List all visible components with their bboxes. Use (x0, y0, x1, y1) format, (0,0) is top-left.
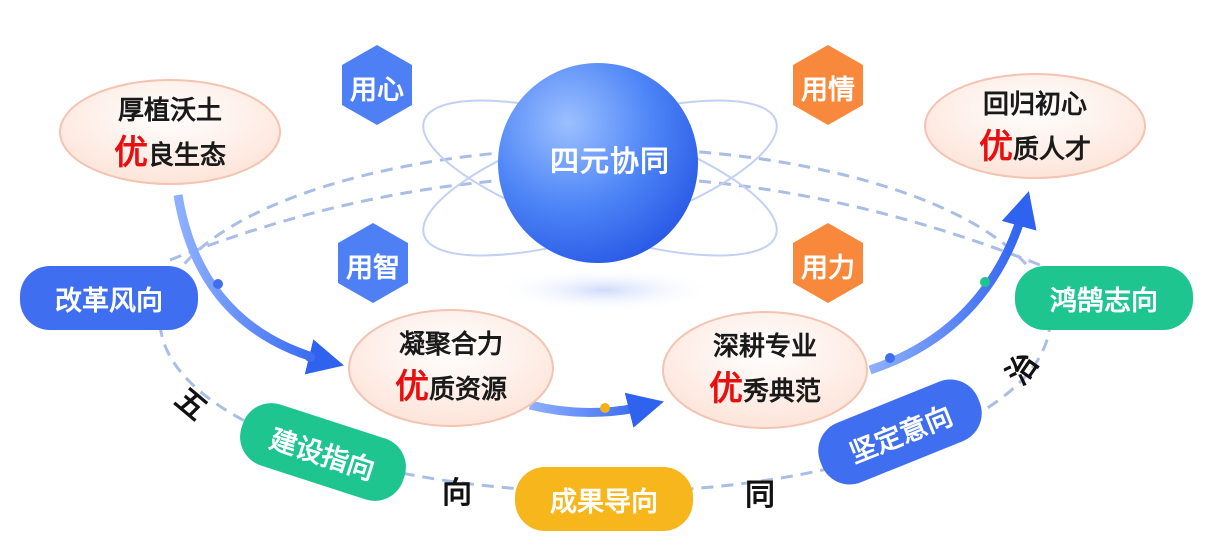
stage-rest: 质人才 (1012, 135, 1091, 165)
stage-2: 凝聚合力 优质资源 (351, 324, 551, 411)
stage-highlight: 优 (708, 369, 743, 409)
stage-oval (924, 73, 1146, 179)
stage-oval (59, 79, 281, 185)
hexagon-shape (793, 45, 863, 125)
flow-arrow (868, 191, 1037, 375)
stage-rest: 良生态 (147, 141, 226, 171)
path-dot (885, 353, 895, 363)
direction-pill-honghu: 鸿鹄志向 (1015, 266, 1193, 330)
hexagon-label-yongli: 用力 (801, 253, 855, 284)
stage-highlight: 优 (113, 133, 148, 173)
stage-1: 厚植沃土 优良生态 (70, 90, 270, 177)
stage-rest: 秀典范 (742, 377, 821, 407)
flow-arrow (528, 392, 664, 428)
hexagon-shape (793, 223, 863, 303)
hexagon-shape (342, 45, 412, 125)
hexagon-label-yongqing: 用情 (801, 75, 855, 106)
stage-title: 回归初心 (982, 90, 1087, 120)
stage-title: 深耕专业 (712, 332, 817, 362)
center-label: 四元协同 (549, 144, 670, 178)
hexagon-shape (338, 223, 408, 303)
stage-title: 厚植沃土 (117, 96, 222, 126)
stage-oval (662, 311, 868, 429)
center-sphere (498, 63, 698, 263)
direction-pill-gaige: 改革风向 (20, 266, 198, 330)
direction-pill-chengguo: 成果导向 (515, 467, 693, 531)
flow-arrow (173, 194, 344, 375)
ring-char-xiang: 向 (442, 476, 472, 511)
stage-3: 深耕专业 优秀典范 (665, 326, 865, 413)
path-dot (980, 277, 990, 287)
sphere-shadow (495, 268, 715, 312)
path-dot (600, 403, 610, 413)
path-dot (213, 279, 223, 289)
path-dot (305, 352, 315, 362)
stage-oval (348, 309, 554, 427)
hexagon-label-yongxin: 用心 (350, 75, 404, 106)
stage-title: 凝聚合力 (398, 330, 503, 360)
stage-rest: 质资源 (428, 375, 507, 405)
ring-char-tong: 同 (745, 478, 775, 513)
stage-4: 回归初心 优质人才 (935, 84, 1135, 171)
hexagon-label-yongzhi: 用智 (346, 253, 400, 284)
stage-highlight: 优 (394, 367, 429, 407)
stage-highlight: 优 (978, 127, 1013, 167)
